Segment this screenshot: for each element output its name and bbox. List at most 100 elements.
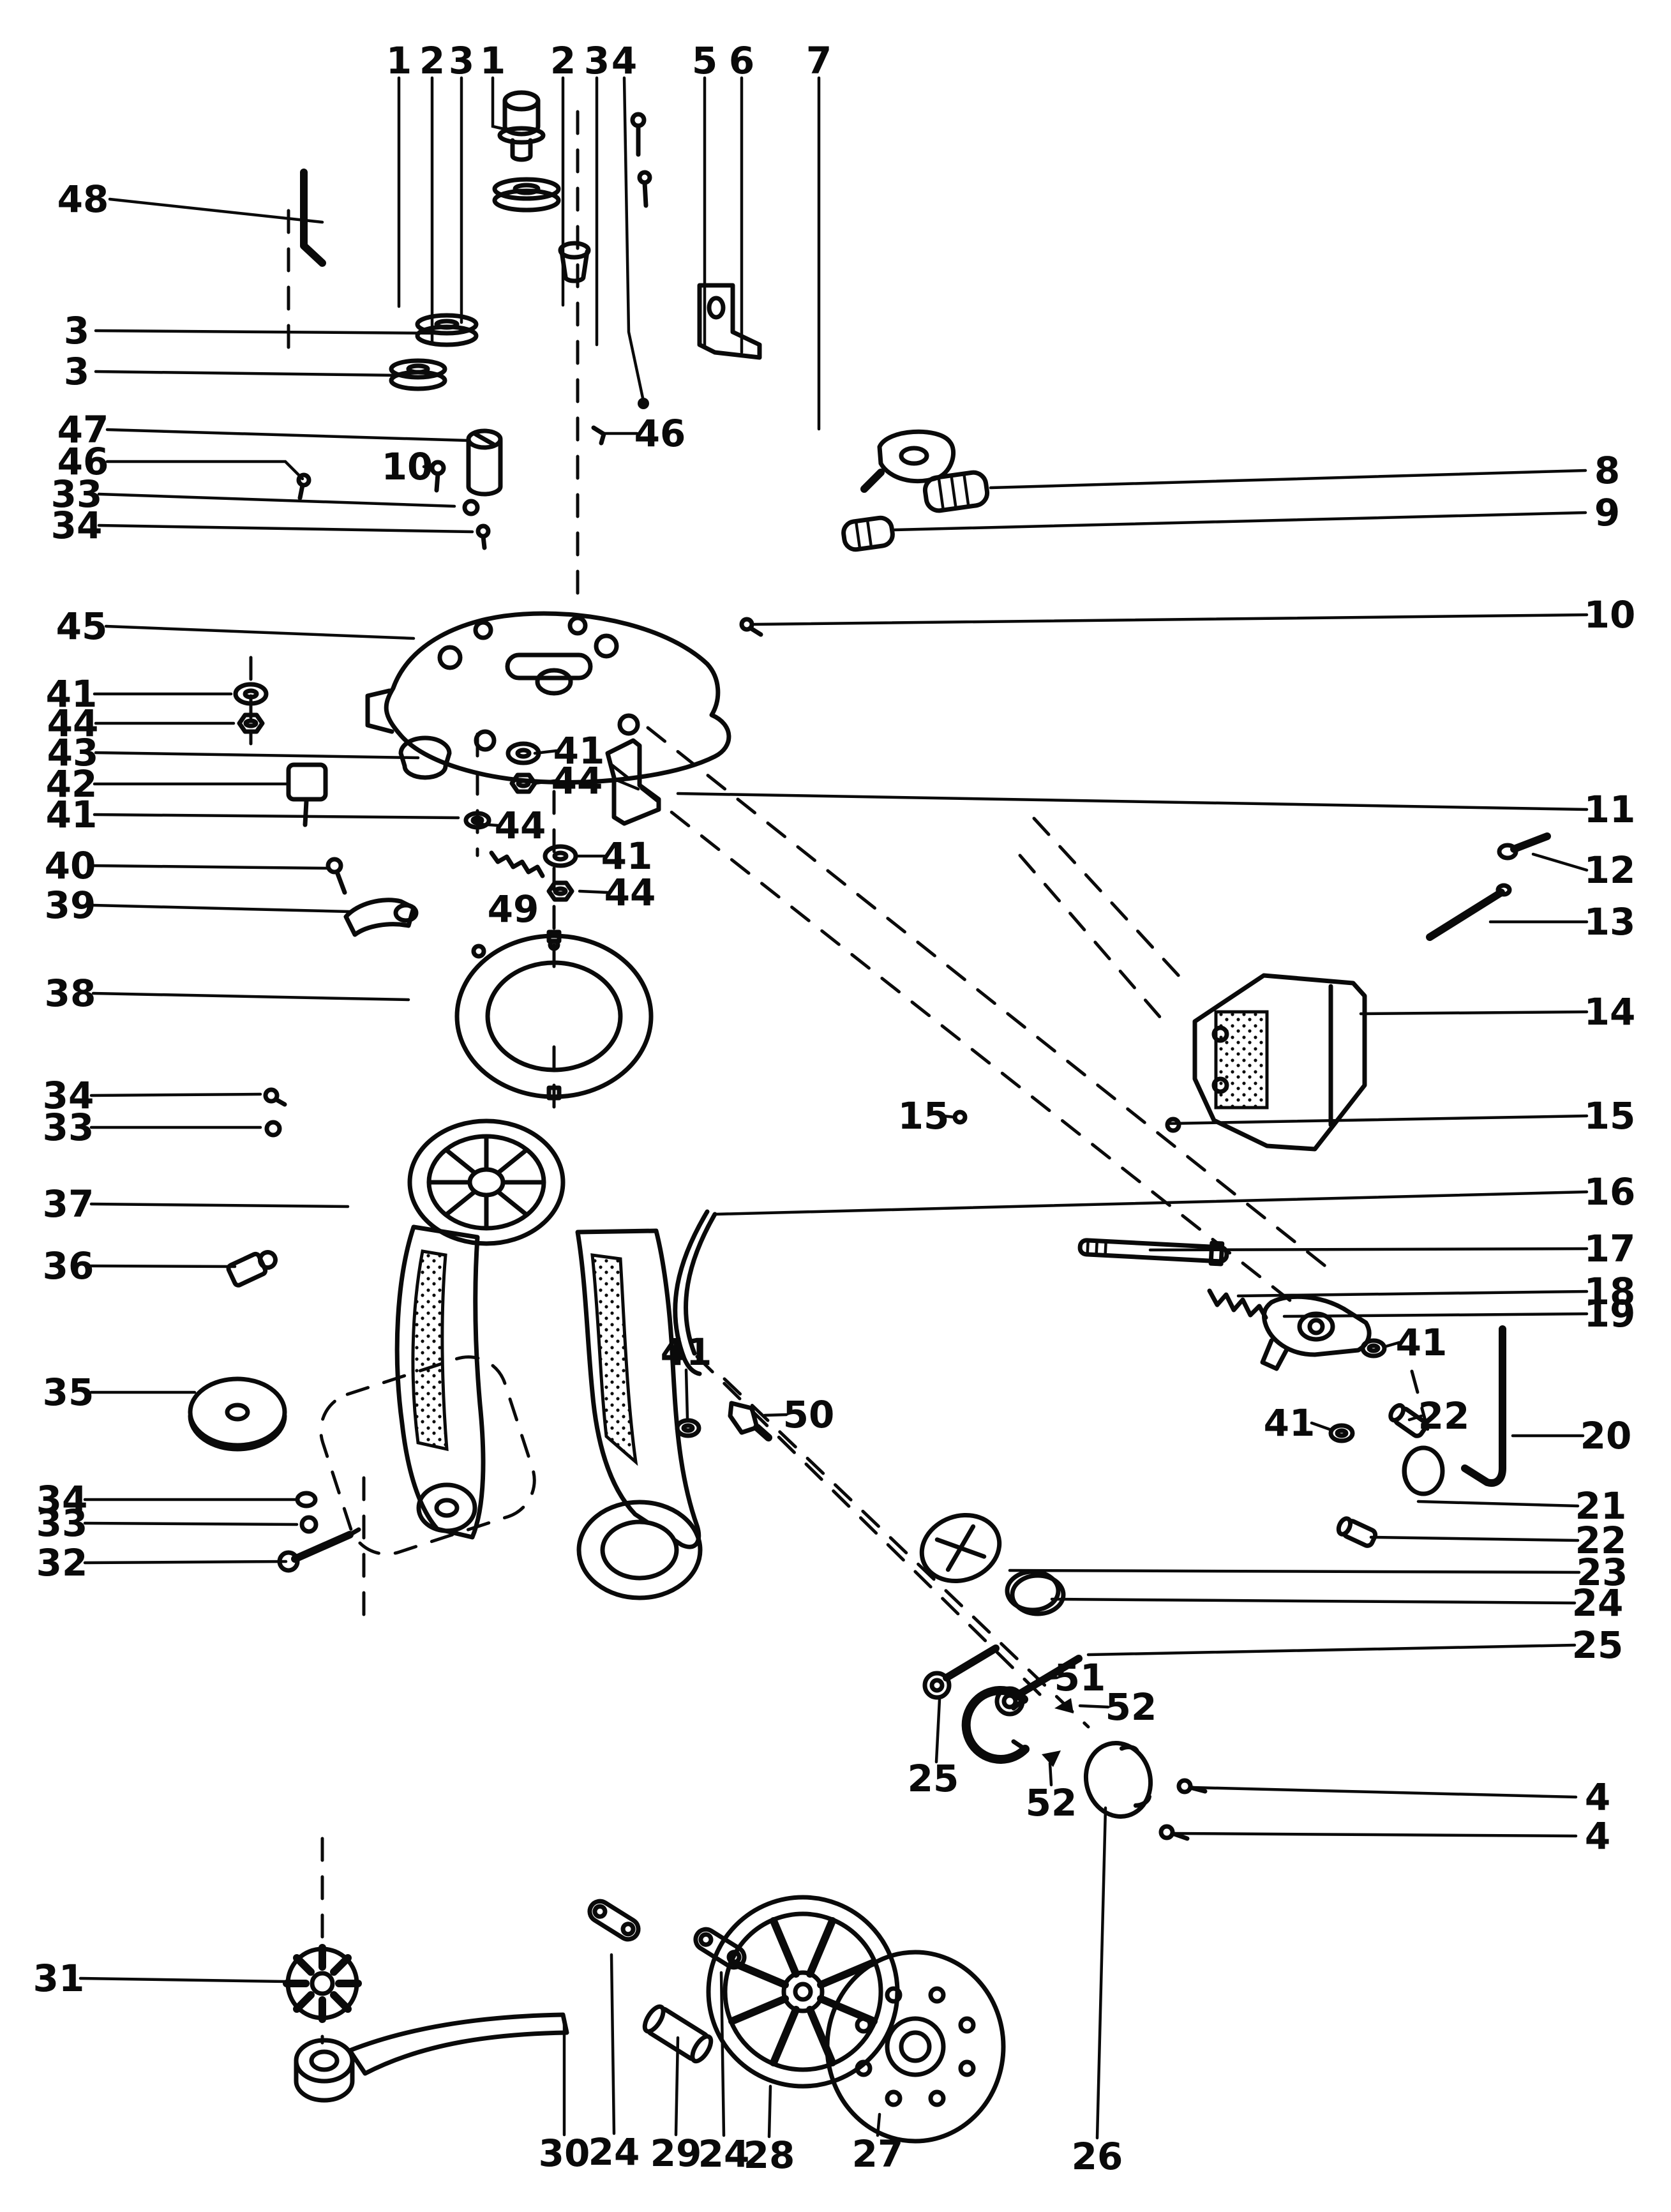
part-callout-22: 22: [1418, 1394, 1470, 1438]
leader-line-37: [89, 1202, 350, 1208]
part-callout-15: 15: [898, 1094, 950, 1138]
part-callout-34: 34: [43, 1074, 94, 1117]
leader-line-52: [1048, 1761, 1053, 1787]
part-callout-41: 41: [1264, 1401, 1315, 1445]
part-46-pin-middle: [591, 425, 606, 446]
part-callout-3: 3: [64, 350, 89, 393]
part-42-block: [286, 762, 328, 827]
part-callout-21: 21: [1575, 1484, 1627, 1528]
part-callout-13: 13: [1584, 900, 1636, 944]
leader-line-4: [622, 76, 645, 403]
leader-line-4: [1190, 1786, 1578, 1799]
part-36-fitting: [226, 1250, 278, 1288]
part-callout-5: 5: [692, 39, 717, 82]
part-9-sleeve: [841, 515, 895, 552]
part-1-knob: [497, 90, 546, 162]
part-callout-40: 40: [45, 844, 96, 887]
part-callout-44: 44: [551, 759, 603, 802]
leader-line-14: [1359, 1010, 1589, 1016]
part-callout-52: 52: [1105, 1685, 1157, 1729]
part-callout-24: 24: [698, 2132, 750, 2176]
part-40-screw: [326, 857, 347, 895]
leader-line-45: [104, 624, 416, 640]
part-14-bracket: [1192, 973, 1367, 1152]
leader-line-3: [94, 370, 403, 377]
part-callout-41: 41: [46, 793, 98, 836]
part-51-snap-ring: [961, 1686, 1030, 1764]
leader-line-33: [83, 1521, 299, 1526]
part-41-washer: [463, 811, 491, 830]
part-callout-4: 4: [611, 39, 637, 82]
part-callout-25: 25: [908, 1757, 959, 1800]
leader-line-22: [1407, 1414, 1423, 1422]
ghost-outline-dashed: [319, 1355, 536, 1556]
part-8-spindle: [922, 470, 990, 513]
part-callout-24: 24: [588, 2130, 640, 2174]
part-3-washer-stack-c: [389, 358, 447, 391]
leader-line-44: [533, 779, 557, 785]
part-callout-42: 42: [46, 762, 98, 806]
part-39-lever: [343, 898, 419, 937]
leader-line-52: [1078, 1704, 1110, 1709]
part-callout-38: 38: [45, 972, 96, 1015]
part-callout-48: 48: [57, 177, 109, 221]
leader-line-23: [1008, 1569, 1581, 1574]
part-29-pin: [642, 2004, 714, 2064]
part-callout-25: 25: [1572, 1623, 1624, 1667]
leader-line-24: [1050, 1597, 1577, 1605]
leader-line-24: [610, 1953, 616, 2135]
part-callout-36: 36: [43, 1244, 94, 1288]
leader-line-25: [1086, 1643, 1577, 1657]
part-28-fan-wheel: [706, 1895, 900, 2089]
leader-line-1: [491, 76, 511, 132]
part-37-housing: [394, 1118, 703, 1600]
part-45-top-plate: [365, 611, 731, 785]
part-callout-31: 31: [33, 1957, 85, 2000]
part-33-nut-low: [299, 1515, 318, 1534]
part-41-washer: [1360, 1338, 1387, 1358]
part-22-bolt: [1388, 1403, 1428, 1438]
part-callout-9: 9: [1594, 491, 1620, 534]
part-callout-33: 33: [36, 1501, 88, 1545]
part-46-screw-left: [296, 472, 311, 500]
part-callout-45: 45: [56, 605, 108, 648]
part-callout-41: 41: [46, 672, 98, 716]
part-callout-27: 27: [852, 2132, 904, 2176]
part-callout-51: 51: [1054, 1656, 1106, 1699]
part-20-hex-key: [1461, 1325, 1506, 1487]
leader-line-8: [989, 469, 1587, 490]
part-3-washer-stack-a: [492, 177, 561, 213]
part-callout-6: 6: [729, 39, 754, 82]
leader-line-10: [422, 465, 435, 470]
leader-line-41: [684, 1368, 689, 1420]
leader-line-10: [753, 613, 1589, 626]
part-callout-4: 4: [1585, 1814, 1610, 1858]
part-47-plug: [466, 428, 503, 497]
part-callout-46: 46: [634, 412, 686, 455]
leader-line-26: [1095, 1806, 1107, 2140]
part-34-screw-low: [295, 1491, 318, 1509]
leader-line-46: [105, 460, 304, 481]
part-callout-10: 10: [1584, 593, 1636, 636]
part-callout-7: 7: [806, 39, 832, 82]
leader-line-44: [578, 889, 610, 894]
leader-line-28: [767, 2084, 772, 2139]
part-callout-49: 49: [488, 887, 539, 931]
leader-line-24: [719, 1971, 726, 2137]
leader-line-34: [89, 1092, 262, 1097]
part-callout-30: 30: [539, 2132, 590, 2175]
leader-line-41: [533, 749, 558, 755]
part-callout-41: 41: [553, 729, 605, 772]
part-50-elbow-fitting: [728, 1401, 772, 1441]
leader-line-36: [89, 1264, 237, 1268]
part-52-pad: [1042, 1750, 1061, 1767]
part-48-rod: [300, 169, 326, 267]
part-callout-20: 20: [1580, 1414, 1632, 1457]
part-16-handle-rod: [673, 1209, 717, 1376]
leader-line-18: [1236, 1290, 1589, 1298]
part-24-split-ring: [1005, 1569, 1066, 1616]
part-callout-16: 16: [1584, 1170, 1636, 1214]
part-15-pin-mid: [952, 1110, 968, 1125]
leader-line-31: [79, 1976, 288, 1983]
leader-line-29: [674, 2036, 680, 2137]
